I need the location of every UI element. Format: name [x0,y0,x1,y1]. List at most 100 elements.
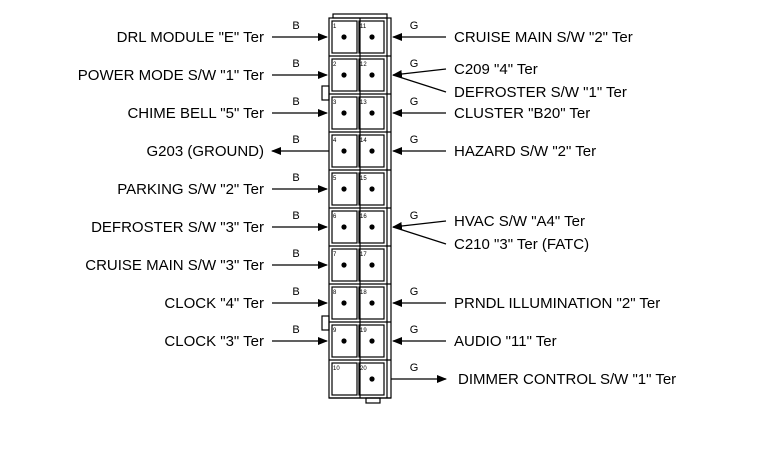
arrow-in [392,220,447,230]
wire-color: B [292,20,299,32]
terminal-right [369,186,375,192]
wire-color: G [410,20,419,32]
circuit-label: PARKING S/W "2" Ter [117,181,264,198]
circuit-label: POWER MODE S/W "1" Ter [78,67,264,84]
pin-number: 6 [333,214,337,220]
circuit-label: AUDIO "11" Ter [454,333,557,350]
circuit-label: CLUSTER "B20" Ter [454,105,590,122]
terminal-left [341,72,347,78]
terminal-right [369,262,375,268]
cavity [358,286,385,320]
circuit-label: DEFROSTER S/W "3" Ter [91,219,264,236]
circuit-label: CHIME BELL "5" Ter [127,105,264,122]
cavity [331,248,358,282]
pin-number: 8 [333,290,337,296]
left-circuit: POWER MODE S/W "1" Ter B [78,58,328,84]
cavity [331,20,358,54]
terminal-right [369,34,375,40]
left-circuit: PARKING S/W "2" Ter B [117,172,328,198]
right-circuit: G PRNDL ILLUMINATION "2" Ter [392,286,660,312]
wire-color: B [292,286,299,298]
circuit-label: HAZARD S/W "2" Ter [454,143,596,160]
cavity [331,172,358,206]
cavity [331,58,358,92]
cavity [358,20,385,54]
right-circuit: G AUDIO "11" Ter [392,324,557,350]
circuit-label: C210 "3" Ter (FATC) [454,236,589,253]
pin-number: 16 [360,214,367,220]
pin-number: 4 [333,138,337,144]
cavity [331,134,358,168]
cavity [358,324,385,358]
terminal-left [341,300,347,306]
circuit-label: CLOCK "4" Ter [164,295,264,312]
wire-color: G [410,96,419,108]
cavity [358,248,385,282]
pin-number: 11 [360,24,367,30]
branch-line [392,74,447,93]
right-circuit: G HAZARD S/W "2" Ter [392,134,596,160]
pin-number: 12 [360,62,367,68]
terminal-right [369,72,375,78]
wire-color: G [410,134,419,146]
arrow-in [392,68,447,78]
circuit-label: HVAC S/W "A4" Ter [454,213,585,230]
left-circuit: DRL MODULE "E" Ter B [117,20,328,46]
terminal-right [369,110,375,116]
cavity [331,362,358,396]
circuit-label: C209 "4" Ter [454,61,538,78]
left-circuit: CLOCK "3" Ter B [164,324,328,350]
wire-color: G [410,58,419,70]
terminal-left [341,34,347,40]
terminal-left [341,110,347,116]
wire-color: G [410,210,419,222]
wire-color: B [292,172,299,184]
cavity [331,96,358,130]
cavity [331,286,358,320]
wire-color: G [410,286,419,298]
wire-color: B [292,248,299,260]
cavity [358,96,385,130]
circuit-label: PRNDL ILLUMINATION "2" Ter [454,295,660,312]
left-circuit: CHIME BELL "5" Ter B [127,96,328,122]
circuit-label: DRL MODULE "E" Ter [117,29,264,46]
cavity [358,58,385,92]
left-circuit: G203 (GROUND)B [146,134,329,160]
terminal-right [369,224,375,230]
cavity [358,210,385,244]
terminal-right [369,376,375,382]
pin-number: 10 [333,366,340,372]
wire-color: G [410,324,419,336]
right-circuit: G CRUISE MAIN S/W "2" Ter [392,20,633,46]
cavity [331,210,358,244]
terminal-left [341,224,347,230]
pin-number: 3 [333,100,337,106]
cavity [358,134,385,168]
pin-number: 9 [333,328,337,334]
left-circuit: CLOCK "4" Ter B [164,286,328,312]
pin-number: 17 [360,252,367,258]
circuit-label: DEFROSTER S/W "1" Ter [454,84,627,101]
pin-number: 7 [333,252,337,258]
terminal-right [369,300,375,306]
pin-number: 13 [360,100,367,106]
terminal-right [369,338,375,344]
circuit-label: CLOCK "3" Ter [164,333,264,350]
wire-color: B [292,324,299,336]
cavity [358,172,385,206]
wire-color: B [292,58,299,70]
terminal-left [341,186,347,192]
pin-number: 1 [333,24,337,30]
circuit-label: CRUISE MAIN S/W "2" Ter [454,29,633,46]
wire-color: B [292,96,299,108]
cavity [331,324,358,358]
terminal-right [369,148,375,154]
